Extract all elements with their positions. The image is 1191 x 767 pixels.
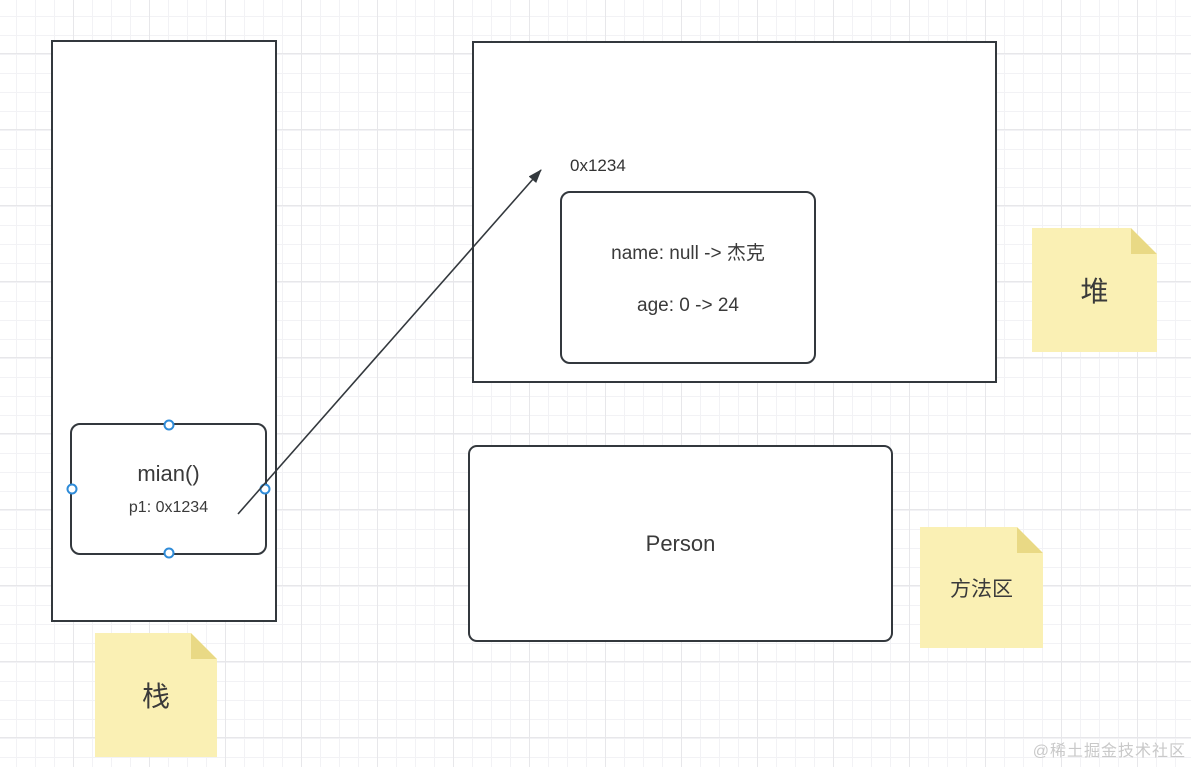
sticky-note-stack[interactable]: 栈 xyxy=(95,633,217,757)
note-method-area-label: 方法区 xyxy=(950,577,1013,601)
note-fold-corner xyxy=(191,633,217,659)
note-stack-label: 栈 xyxy=(141,681,170,712)
watermark-text: @稀土掘金技术社区 xyxy=(1032,743,1186,760)
selection-handle-right[interactable] xyxy=(259,483,271,495)
note-fold-corner xyxy=(1017,527,1043,553)
person-class-label: Person xyxy=(645,530,716,556)
selection-handle-bottom[interactable] xyxy=(163,547,174,559)
heap-address-label[interactable]: 0x1234 xyxy=(570,156,626,175)
sticky-note-heap[interactable]: 堆 xyxy=(1032,228,1157,352)
sticky-note-method-area[interactable]: 方法区 xyxy=(920,527,1043,648)
object-field-name: name: null -> 杰克 xyxy=(611,243,765,264)
selection-handle-left[interactable] xyxy=(66,483,78,495)
selection-handle-top[interactable] xyxy=(163,419,174,431)
note-heap-label: 堆 xyxy=(1080,276,1109,307)
heap-object-box[interactable]: name: null -> 杰克 age: 0 -> 24 xyxy=(560,191,816,364)
person-class-box[interactable]: Person xyxy=(468,445,893,642)
note-fold-corner xyxy=(1131,228,1157,254)
stack-frame-variable: p1: 0x1234 xyxy=(128,499,209,516)
stack-frame-box[interactable]: mian() p1: 0x1234 xyxy=(66,419,271,559)
stack-frame-title: mian() xyxy=(137,461,200,486)
object-field-age: age: 0 -> 24 xyxy=(637,295,739,316)
